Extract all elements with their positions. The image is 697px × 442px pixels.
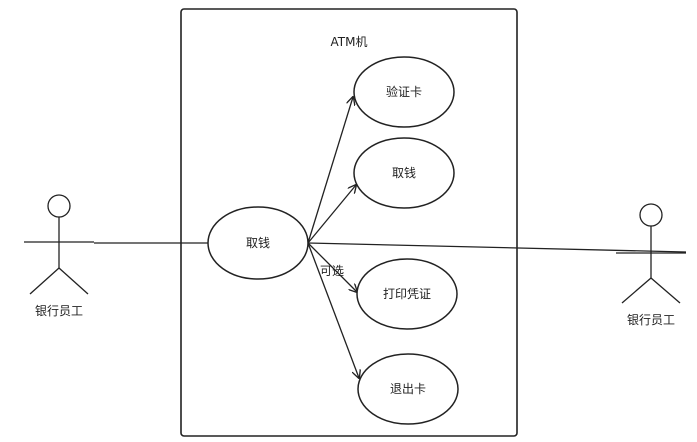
use-case-verify-card[interactable]: 验证卡 — [353, 56, 455, 128]
actor-right: 银行员工 — [616, 203, 686, 327]
actor-left-leg-left — [29, 267, 60, 295]
actor-right-leg-left — [621, 277, 652, 304]
actor-right-head — [639, 203, 663, 227]
system-title: ATM机 — [331, 35, 368, 49]
arrow-to-eject-card — [307, 242, 359, 378]
use-case-verify-card-label: 验证卡 — [386, 84, 422, 99]
arrow-to-print-receipt — [307, 242, 357, 292]
use-case-print-receipt[interactable]: 打印凭证 — [356, 258, 458, 330]
use-case-print-receipt-label: 打印凭证 — [383, 286, 431, 301]
actor-right-label: 银行员工 — [627, 313, 675, 327]
use-case-eject-card[interactable]: 退出卡 — [357, 353, 459, 425]
association-right — [307, 242, 687, 253]
optional-label: 可选 — [320, 264, 344, 278]
use-case-main-label: 取钱 — [246, 235, 270, 250]
arrow-to-withdraw — [307, 185, 356, 244]
use-case-main[interactable]: 取钱 — [207, 206, 309, 280]
actor-right-leg-right — [650, 277, 681, 304]
arrow-to-verify-card — [307, 97, 353, 244]
actor-left: 银行员工 — [24, 194, 94, 318]
use-case-eject-card-label: 退出卡 — [390, 382, 426, 396]
actor-left-label: 银行员工 — [35, 304, 83, 318]
use-case-withdraw[interactable]: 取钱 — [353, 137, 455, 209]
actor-left-leg-right — [58, 267, 89, 295]
use-case-withdraw-label: 取钱 — [392, 165, 416, 180]
actor-left-head — [47, 194, 71, 218]
